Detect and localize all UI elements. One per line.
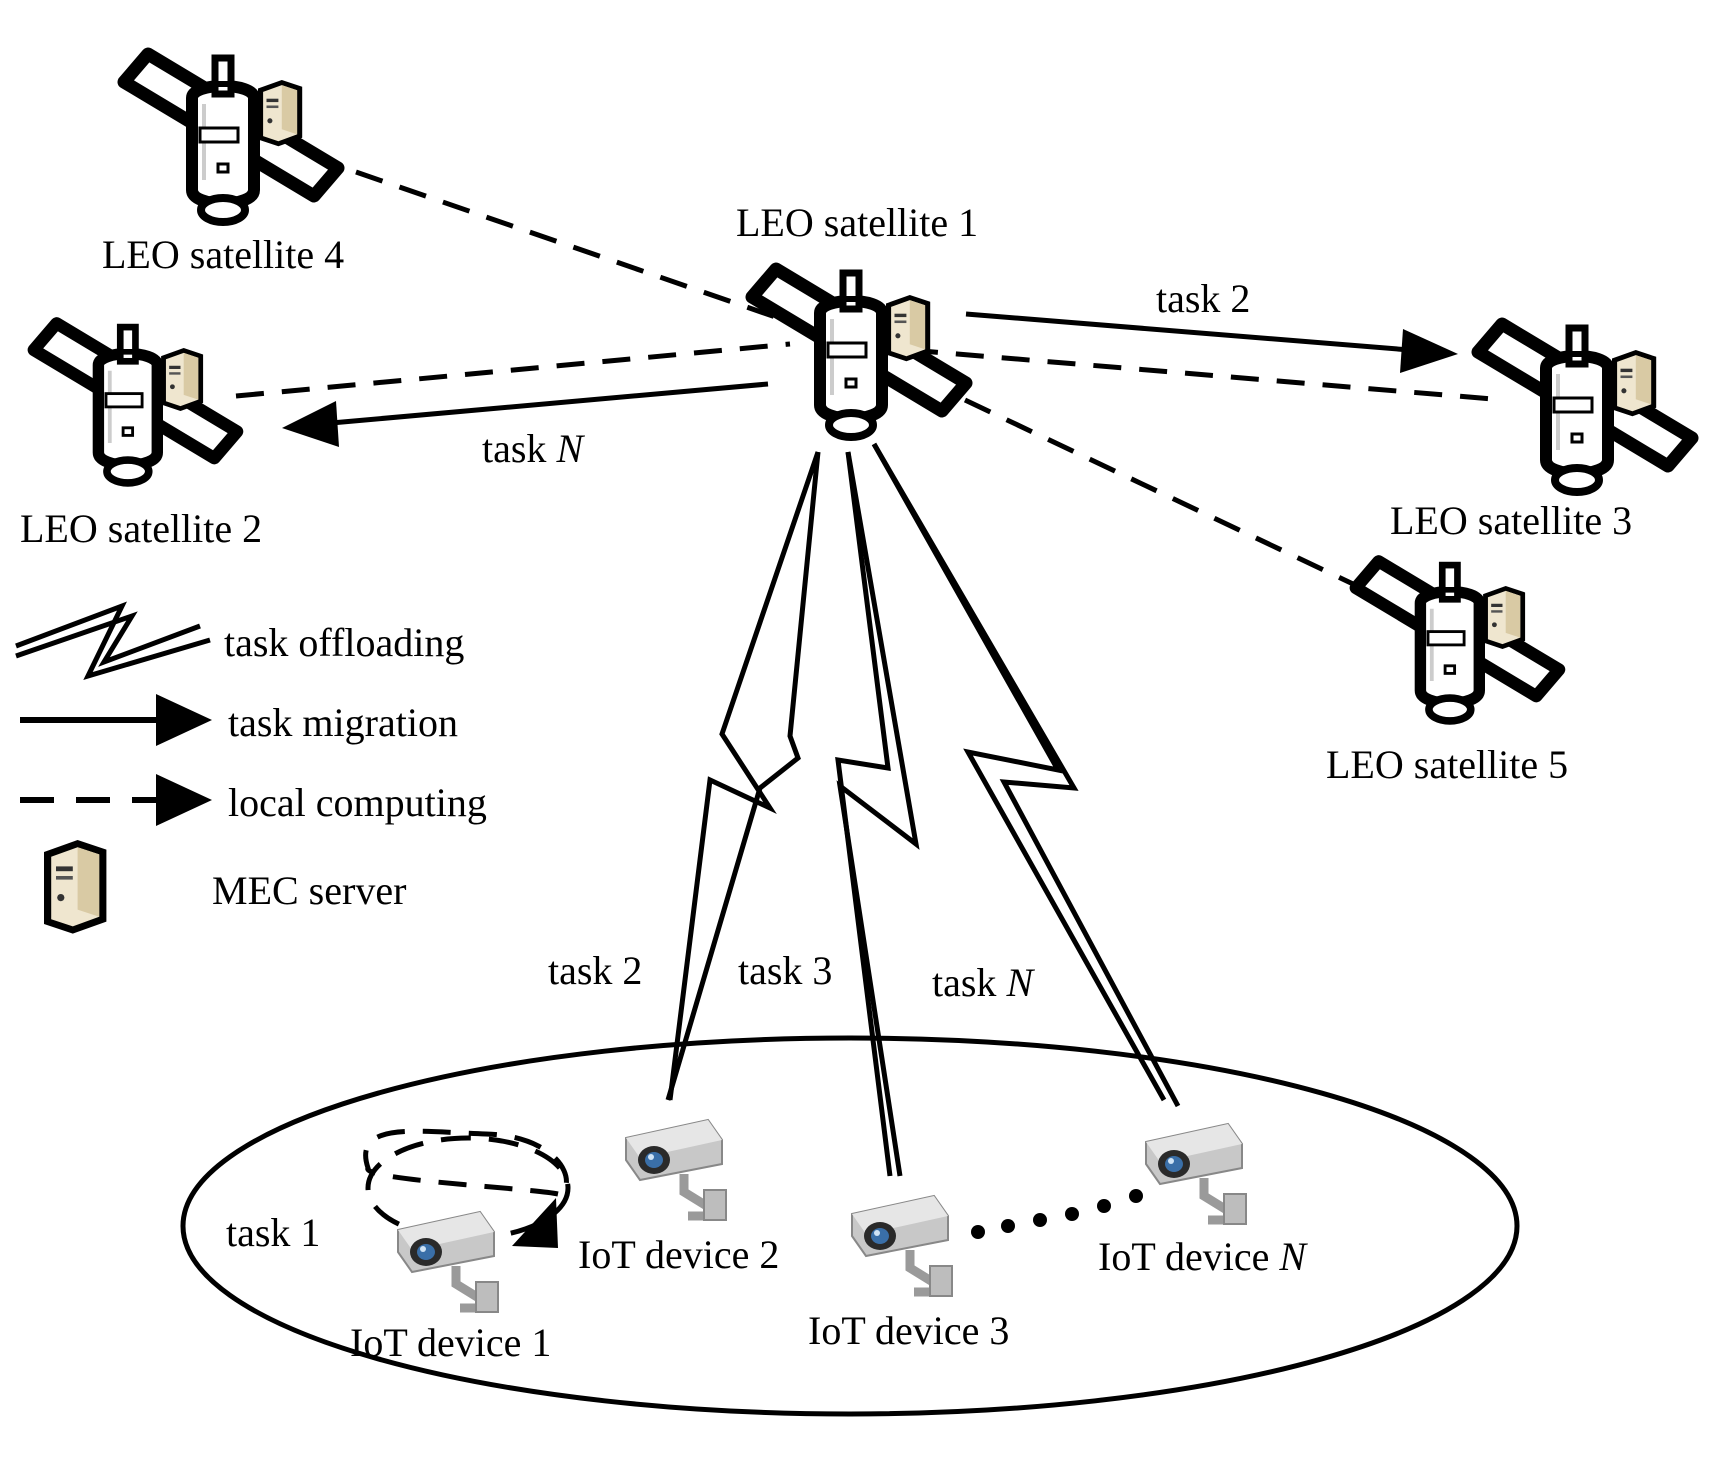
iot-camera-icon: [626, 1120, 726, 1220]
device2-label: IoT device 2: [578, 1232, 779, 1277]
legend: task offloading task migration local com…: [15, 601, 487, 934]
device1-label: IoT device 1: [350, 1320, 551, 1365]
offload-label-task3: task 3: [738, 948, 832, 993]
offload-label-task2: task 2: [548, 948, 642, 993]
legend-offloading-symbol: [15, 601, 211, 680]
sat1-label: LEO satellite 1: [736, 200, 978, 245]
iot-camera-icon: [398, 1212, 498, 1312]
iot-camera-icon: [1146, 1124, 1246, 1224]
ground-region: [180, 1035, 1520, 1417]
offloading-link-dev2: [665, 451, 821, 1101]
sat3-label: LEO satellite 3: [1390, 498, 1632, 543]
migration-label-sat2: task N: [482, 426, 585, 471]
mec-server-icon: [44, 840, 107, 934]
device3-label: IoT device 3: [808, 1308, 1009, 1353]
legend-migration-label: task migration: [228, 700, 458, 745]
local-computing-links: [235, 169, 1505, 595]
local-task-label: task 1: [226, 1210, 320, 1255]
satellite-icon: [1356, 561, 1559, 721]
task-migration-arrow-to-sat2: [282, 381, 769, 447]
satellite-icon: [34, 323, 237, 483]
satellite-icon: [124, 54, 338, 222]
offloading-link-dev3: [835, 451, 920, 1177]
task-migration-arrow-to-sat3: [965, 311, 1458, 373]
deviceN-label: IoT device N: [1098, 1234, 1308, 1279]
sat4-label: LEO satellite 4: [102, 232, 344, 277]
satellite-icon: [1478, 324, 1692, 492]
offloading-link-devN: [871, 442, 1181, 1108]
legend-local-symbol: [20, 774, 212, 826]
iot-camera-icon: [852, 1196, 952, 1296]
legend-migration-symbol: [20, 694, 212, 746]
sat5-label: LEO satellite 5: [1326, 742, 1568, 787]
legend-server-label: MEC server: [212, 868, 406, 913]
migration-label-sat3: task 2: [1156, 276, 1250, 321]
legend-local-label: local computing: [228, 780, 487, 825]
offload-label-taskN: task N: [932, 960, 1035, 1005]
sat2-label: LEO satellite 2: [20, 506, 262, 551]
legend-offloading-label: task offloading: [224, 620, 464, 665]
device-dotted-link: [971, 1189, 1143, 1239]
